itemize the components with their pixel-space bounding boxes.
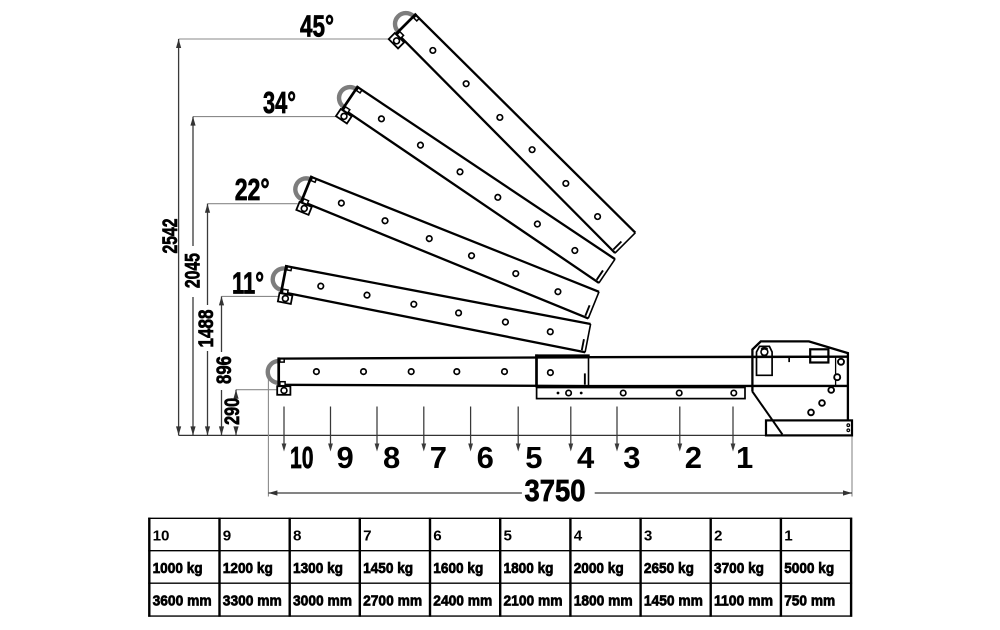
svg-text:1100 mm: 1100 mm: [714, 593, 773, 610]
svg-text:1: 1: [736, 440, 753, 475]
svg-text:1450 kg: 1450 kg: [363, 560, 413, 577]
svg-text:4: 4: [577, 440, 595, 475]
svg-text:290: 290: [221, 398, 244, 425]
svg-text:1300 kg: 1300 kg: [293, 560, 343, 577]
svg-text:22°: 22°: [235, 172, 270, 207]
svg-text:9: 9: [337, 440, 354, 475]
svg-text:3000 mm: 3000 mm: [293, 593, 352, 610]
svg-text:896: 896: [213, 356, 236, 384]
svg-text:1450 mm: 1450 mm: [644, 593, 703, 610]
svg-text:750 mm: 750 mm: [784, 593, 835, 610]
svg-text:3300 mm: 3300 mm: [223, 593, 282, 610]
svg-text:8: 8: [293, 527, 301, 544]
svg-text:8: 8: [383, 440, 400, 475]
svg-text:11°: 11°: [232, 266, 264, 301]
svg-text:2: 2: [714, 527, 722, 544]
svg-text:34°: 34°: [263, 85, 296, 120]
svg-text:1600 kg: 1600 kg: [433, 560, 483, 577]
svg-text:2045: 2045: [182, 253, 205, 288]
svg-text:1000 kg: 1000 kg: [153, 560, 203, 577]
svg-text:2100 mm: 2100 mm: [504, 593, 563, 610]
svg-text:6: 6: [433, 527, 441, 544]
svg-text:2650 kg: 2650 kg: [644, 560, 694, 577]
svg-text:10: 10: [153, 527, 170, 544]
svg-text:3: 3: [623, 440, 640, 475]
svg-text:10: 10: [290, 440, 314, 475]
svg-text:1800 mm: 1800 mm: [574, 593, 633, 610]
svg-text:1488: 1488: [195, 309, 218, 347]
svg-text:3700 kg: 3700 kg: [714, 560, 764, 577]
svg-text:5: 5: [504, 527, 513, 544]
svg-text:2542: 2542: [159, 219, 182, 254]
svg-text:9: 9: [223, 527, 231, 544]
svg-text:3750: 3750: [525, 473, 586, 508]
svg-text:6: 6: [477, 440, 494, 475]
svg-text:4: 4: [574, 527, 583, 544]
svg-text:7: 7: [363, 527, 371, 544]
svg-text:2000 kg: 2000 kg: [574, 560, 624, 577]
svg-text:45°: 45°: [300, 8, 334, 43]
svg-text:7: 7: [430, 440, 447, 475]
svg-text:1200 kg: 1200 kg: [223, 560, 273, 577]
svg-text:5: 5: [525, 440, 542, 475]
svg-text:2: 2: [685, 440, 702, 475]
svg-text:3600 mm: 3600 mm: [153, 593, 212, 610]
svg-text:1800 kg: 1800 kg: [504, 560, 554, 577]
svg-text:3: 3: [644, 527, 652, 544]
svg-text:5000 kg: 5000 kg: [784, 560, 834, 577]
svg-text:2400 mm: 2400 mm: [433, 593, 492, 610]
svg-text:1: 1: [784, 527, 793, 544]
svg-text:2700 mm: 2700 mm: [363, 593, 422, 610]
